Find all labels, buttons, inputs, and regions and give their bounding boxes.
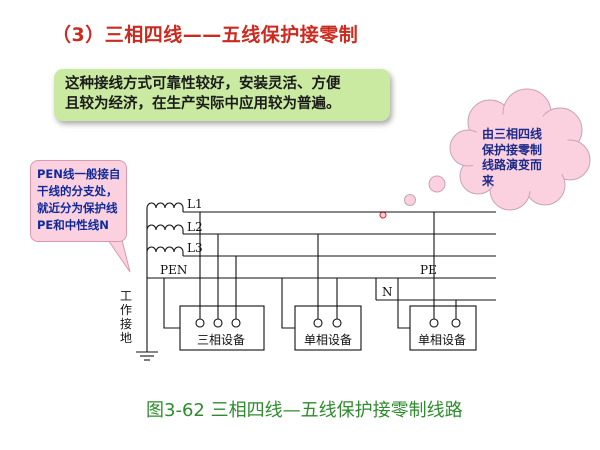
cloud-line-3: 线路演变而 xyxy=(482,158,543,172)
ground-label-char-4: 地 xyxy=(120,331,132,345)
pen-callout-line-3: 就近分为保护线 xyxy=(37,201,118,215)
thought-bubble-small xyxy=(379,211,387,219)
coil-l1 xyxy=(146,202,184,209)
cloud-line-1: 由三相四线 xyxy=(482,127,543,141)
pen-callout-line-4: PE和中性线N xyxy=(37,218,109,232)
summary-box: 这种接线方式可靠性较好，安装灵活、方便 且较为经济，在生产实际中应用较为普遍。 xyxy=(54,69,390,121)
pen-callout: PEN线一般接自 干线的分支处， 就近分为保护线 PE和中性线N xyxy=(30,160,127,242)
thought-bubble-2 xyxy=(428,175,446,193)
device-single-phase-2-label: 单相设备 xyxy=(418,333,466,347)
single-phase-device-1 xyxy=(281,234,362,351)
three-phase-device xyxy=(163,212,265,351)
summary-line-2: 且较为经济，在生产实际中应用较为普遍。 xyxy=(65,95,341,112)
label-l1: L1 xyxy=(187,197,203,211)
coil-l3 xyxy=(146,246,184,253)
pen-callout-line-1: PEN线一般接自 xyxy=(37,167,121,181)
thought-bubble-1 xyxy=(404,194,416,206)
ground-label-char-2: 作 xyxy=(120,303,132,317)
thought-cloud xyxy=(379,88,591,219)
cloud-body xyxy=(449,88,591,211)
ground-label-char-1: 工 xyxy=(120,289,132,303)
cloud-note: 由三相四线 保护接零制 线路演变而 来 xyxy=(482,127,562,189)
cloud-line-4: 来 xyxy=(482,173,495,188)
main-lines xyxy=(147,211,496,301)
cloud-line-2: 保护接零制 xyxy=(482,142,543,157)
device-three-phase-label: 三相设备 xyxy=(197,333,245,347)
pen-callout-line-2: 干线的分支处， xyxy=(37,184,118,198)
label-pen: PEN xyxy=(160,263,187,277)
transformer-coils xyxy=(146,202,184,262)
single-phase-device-2 xyxy=(397,212,477,351)
summary-line-1: 这种接线方式可靠性较好，安装灵活、方便 xyxy=(65,75,341,92)
label-l2: L2 xyxy=(187,220,203,234)
label-pe: PE xyxy=(420,263,437,277)
slide-title: （3）三相四线——五线保护接零制 xyxy=(52,24,359,46)
coil-l2 xyxy=(146,224,184,231)
ground-label-char-3: 接 xyxy=(120,316,132,331)
label-l3: L3 xyxy=(187,241,203,255)
device-single-phase-1-label: 单相设备 xyxy=(304,333,352,347)
working-ground xyxy=(136,262,158,361)
callout-pointer xyxy=(107,239,131,273)
label-n: N xyxy=(382,285,393,299)
figure-caption: 图3-62 三相四线—五线保护接零制线路 xyxy=(146,400,463,421)
